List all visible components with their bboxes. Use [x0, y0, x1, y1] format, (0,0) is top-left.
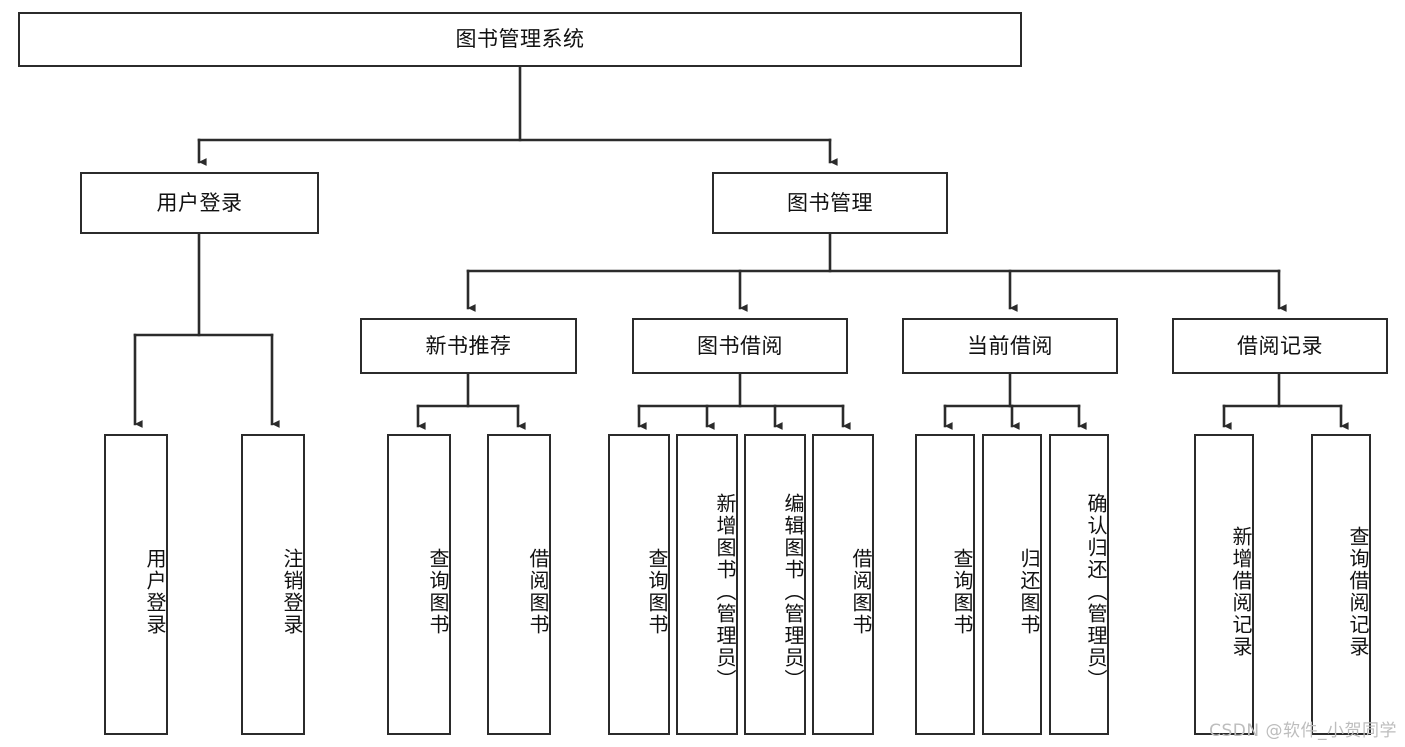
- node-leaf-query-book-1[interactable]: 查询图书: [387, 434, 451, 735]
- node-label: 当前借阅: [967, 333, 1053, 358]
- node-leaf-return-book[interactable]: 归还图书: [982, 434, 1042, 735]
- node-label: 查询图书: [645, 547, 669, 636]
- node-leaf-add-book[interactable]: 新增图书（管理员）: [676, 434, 738, 735]
- watermark: CSDN @软件_小贺同学: [1209, 721, 1397, 741]
- node-current-borrow[interactable]: 当前借阅: [902, 318, 1118, 374]
- node-book-borrow[interactable]: 图书借阅: [632, 318, 848, 374]
- node-label: 借阅图书: [526, 547, 550, 636]
- node-label: 图书管理: [787, 190, 873, 215]
- node-label: 查询图书: [950, 547, 974, 636]
- node-leaf-user-login[interactable]: 用户登录: [104, 434, 168, 735]
- node-new-book-recommend[interactable]: 新书推荐: [360, 318, 577, 374]
- node-label: 新增图书（管理员）: [713, 492, 737, 691]
- node-label: 新增借阅记录: [1229, 525, 1253, 658]
- node-leaf-borrow-book-2[interactable]: 借阅图书: [812, 434, 874, 735]
- node-user-login[interactable]: 用户登录: [80, 172, 319, 234]
- node-leaf-add-record[interactable]: 新增借阅记录: [1194, 434, 1254, 735]
- node-label: 用户登录: [143, 547, 167, 636]
- node-root-book-management-system[interactable]: 图书管理系统: [18, 12, 1022, 67]
- node-borrow-record[interactable]: 借阅记录: [1172, 318, 1388, 374]
- node-label: 归还图书: [1017, 547, 1041, 636]
- node-label: 图书借阅: [697, 333, 783, 358]
- node-leaf-query-book-2[interactable]: 查询图书: [608, 434, 670, 735]
- node-label: 借阅图书: [849, 547, 873, 636]
- node-leaf-edit-book[interactable]: 编辑图书（管理员）: [744, 434, 806, 735]
- node-label: 新书推荐: [425, 333, 512, 358]
- node-label: 图书管理系统: [455, 27, 585, 52]
- node-label: 借阅记录: [1237, 333, 1323, 358]
- node-label: 用户登录: [156, 190, 243, 215]
- node-label: 注销登录: [280, 547, 304, 636]
- node-label: 确认归还（管理员）: [1084, 492, 1108, 691]
- node-leaf-logout-login[interactable]: 注销登录: [241, 434, 305, 735]
- node-label: 编辑图书（管理员）: [781, 492, 805, 691]
- node-leaf-query-book-3[interactable]: 查询图书: [915, 434, 975, 735]
- node-label: 查询图书: [426, 547, 450, 636]
- node-leaf-confirm-return[interactable]: 确认归还（管理员）: [1049, 434, 1109, 735]
- node-book-manage[interactable]: 图书管理: [712, 172, 948, 234]
- node-label: 查询借阅记录: [1346, 525, 1370, 658]
- node-leaf-query-record[interactable]: 查询借阅记录: [1311, 434, 1371, 735]
- node-leaf-borrow-book-1[interactable]: 借阅图书: [487, 434, 551, 735]
